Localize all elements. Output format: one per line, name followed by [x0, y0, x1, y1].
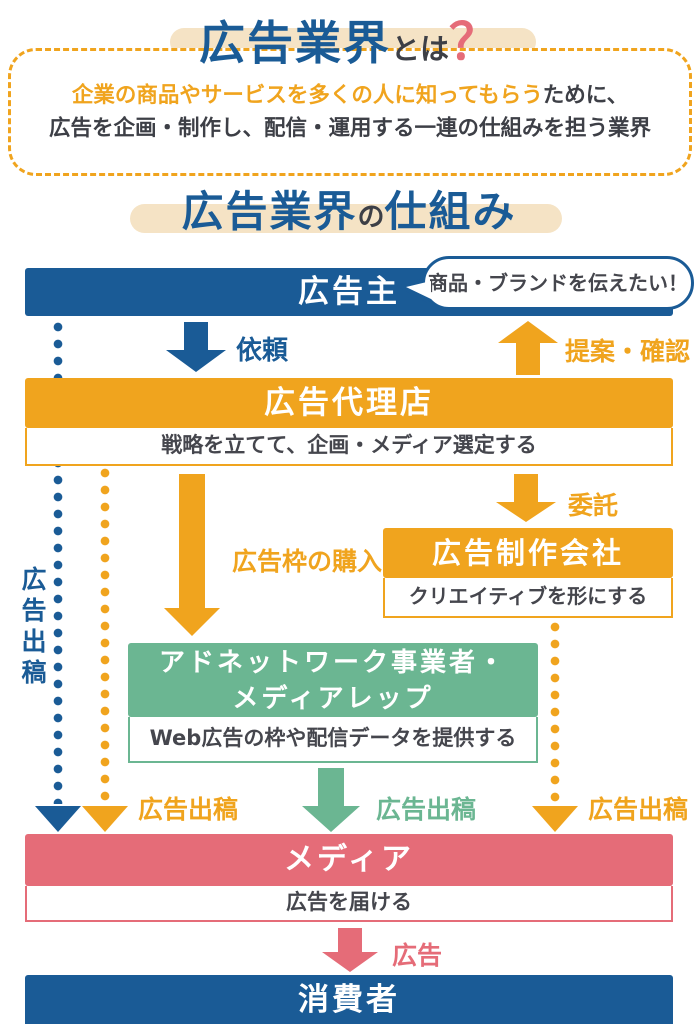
consign-arrow-icon — [496, 474, 556, 522]
agency-direct-dotted-line — [100, 468, 110, 804]
intro-line1: 企業の商品やサービスを多くの人に知ってもらうために、 — [11, 79, 689, 112]
page-title: 広告業界とは？ — [0, 2, 698, 74]
section-title-part1: 広告業界 — [181, 187, 358, 236]
media-desc: 広告を届ける — [25, 886, 673, 922]
agency-label: 広告代理店 — [264, 385, 434, 421]
intro-tail-text: ために、 — [542, 83, 629, 108]
section-title-highlight-pill — [130, 204, 562, 233]
section-title-part2: の — [357, 202, 385, 233]
proposal-arrow-icon — [498, 321, 558, 375]
request-label: 依頼 — [236, 336, 289, 366]
submission-left-label: 広告出稿 — [138, 795, 239, 824]
advertiser-speech-bubble: 商品・ブランドを伝えたい！ — [422, 256, 694, 310]
intro-line2: 広告を企画・制作し、配信・運用する一連の仕組みを担う業界 — [48, 116, 651, 142]
agency-bar: 広告代理店 — [25, 378, 673, 428]
production-desc: クリエイティブを形にする — [383, 578, 673, 618]
agency-direct-arrowhead-icon — [82, 806, 128, 832]
submission-center-label: 広告出稿 — [376, 795, 477, 824]
ad-label: 広告 — [392, 941, 443, 970]
agency-desc: 戦略を立てて、企画・メディア選定する — [25, 428, 673, 466]
consumer-bar: 消費者 — [25, 975, 673, 1024]
production-label: 広告制作会社 — [431, 536, 624, 570]
question-mark-icon: ？ — [449, 13, 499, 71]
adnetwork-label-line2: メディアレップ — [232, 684, 434, 715]
purchase-label: 広告枠の購入 — [232, 547, 383, 576]
production-direct-arrowhead-icon — [532, 806, 578, 832]
consign-label: 委託 — [568, 491, 619, 520]
page-title-main: 広告業界 — [198, 16, 391, 70]
advertiser-direct-dotted-line — [53, 322, 63, 804]
proposal-label: 提案・確認 — [565, 337, 691, 366]
media-bar: メディア — [25, 834, 673, 886]
section-title-part3: 仕組み — [384, 187, 517, 236]
production-direct-dotted-line — [550, 622, 560, 804]
production-bar: 広告制作会社 — [383, 528, 673, 578]
page-title-suffix: とは — [390, 32, 449, 66]
ad-arrow-icon — [322, 928, 378, 972]
intro-box: 企業の商品やサービスを多くの人に知ってもらうために、 広告を企画・制作し、配信・… — [8, 48, 692, 176]
consumer-label: 消費者 — [298, 982, 400, 1018]
adnetwork-label-line1: アドネットワーク事業者・ — [158, 648, 507, 678]
advertiser-label: 広告主 — [298, 274, 400, 310]
adnetwork-desc: Web広告の枠や配信データを提供する — [128, 717, 538, 763]
section-title: 広告業界の仕組み — [0, 178, 698, 239]
intro-highlight-text: 企業の商品やサービスを多くの人に知ってもらう — [71, 83, 543, 108]
advertiser-direct-arrowhead-icon — [35, 806, 81, 832]
left-vertical-label: 広告出稿 — [18, 566, 47, 690]
request-arrow-icon — [166, 322, 226, 372]
purchase-arrow-icon — [164, 474, 220, 636]
submission-center-arrow-icon — [302, 768, 360, 832]
submission-right-label: 広告出稿 — [588, 795, 689, 824]
media-label: メディア — [284, 842, 414, 877]
adnetwork-bar: アドネットワーク事業者・ メディアレップ — [128, 643, 538, 717]
